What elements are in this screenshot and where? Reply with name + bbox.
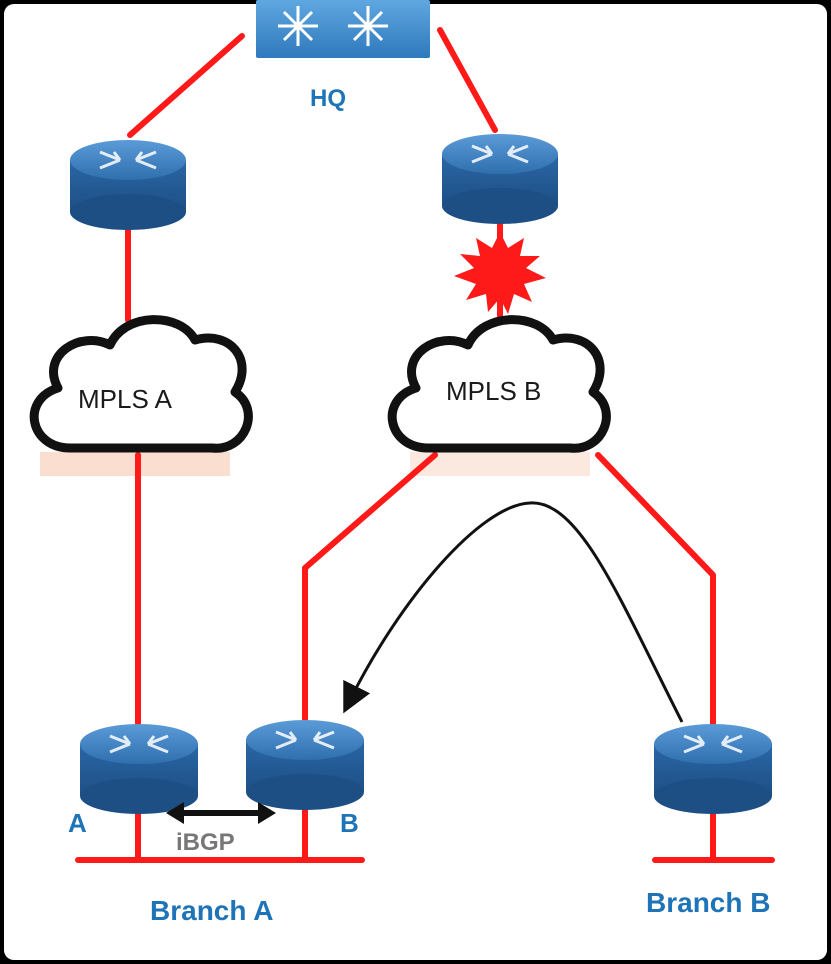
diagram-background [4,4,827,960]
router-arrows-icon [471,144,529,164]
switch-port-icon [278,6,388,46]
link-failure-icon [454,232,546,314]
router-b-label: B [340,808,359,838]
router-arrows-icon [99,150,157,170]
mpls-b-label: MPLS B [446,376,541,406]
hq-left-router [70,140,186,230]
mpls-a-cloud [29,315,253,453]
router-arrows-icon [683,734,743,754]
link-mpls-b-branch-b-router [595,452,716,738]
router-a-label: A [68,808,87,838]
router-arrows-icon [109,734,169,754]
link-hq-right-router [437,27,498,133]
mpls-a-label: MPLS A [78,384,173,414]
branch-b-label: Branch B [646,887,770,918]
branch-a-router-a [80,724,198,814]
mpls-b-cloud [387,315,611,453]
hq-right-router [442,134,558,224]
branch-b-router [654,724,772,814]
branch-a-router-b [246,720,364,810]
branch-a-label: Branch A [150,895,273,926]
link-mpls-b-router-b [302,452,438,733]
router-arrows-icon [275,730,335,750]
hq-switch [256,0,430,58]
ibgp-label: iBGP [176,829,235,856]
route-path-arrow [343,501,684,723]
hq-label: HQ [310,85,346,112]
mpls-b-shadow-bar [410,452,590,476]
link-hq-left-router [127,33,245,138]
ibgp-double-arrow [166,802,276,824]
